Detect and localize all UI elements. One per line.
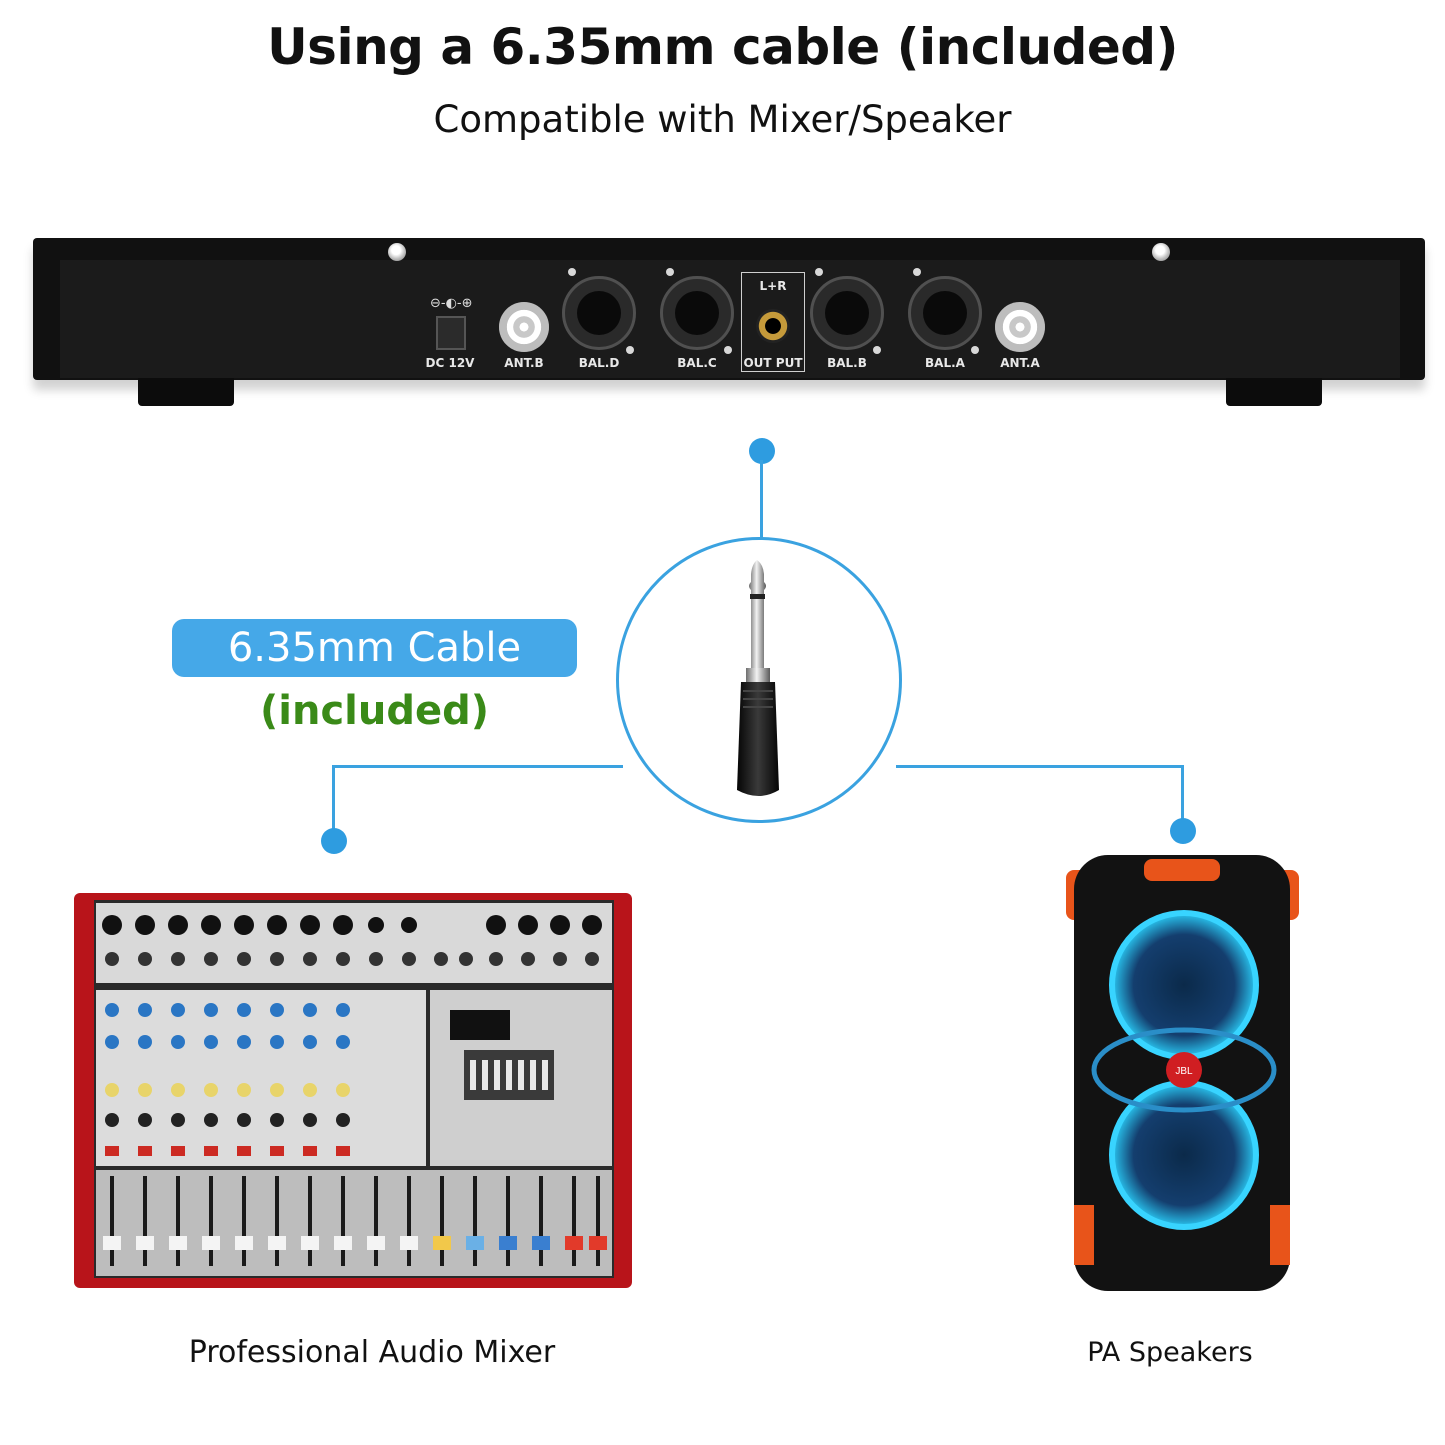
cable-included-note: (included) — [259, 688, 490, 734]
page-title: Using a 6.35mm cable (included) — [267, 18, 1178, 76]
receiver-foot-right — [1226, 378, 1322, 406]
screw-icon — [388, 243, 406, 261]
dc-12v-label: DC 12V — [425, 356, 475, 370]
speaker-caption: PA Speakers — [1087, 1337, 1253, 1368]
panel-led — [724, 346, 732, 354]
connector-line-left — [333, 765, 623, 768]
mixer-faders-icon — [103, 1176, 607, 1266]
antenna-b-connector — [499, 302, 549, 352]
ant-a-label: ANT.A — [1000, 356, 1040, 370]
panel-led — [666, 268, 674, 276]
panel-led — [626, 346, 634, 354]
output-box — [741, 272, 805, 372]
panel-led — [971, 346, 979, 354]
svg-text:JBL: JBL — [1175, 1066, 1193, 1077]
connector-line-right-down — [1181, 765, 1184, 821]
mixer-fader-row — [96, 1170, 612, 1276]
mixer-input-jacks-icon — [102, 915, 602, 966]
panel-led — [873, 346, 881, 354]
xlr-bal-b-connector — [810, 276, 884, 350]
speaker-body: JBL — [1074, 855, 1290, 1291]
mixer-caption: Professional Audio Mixer — [188, 1335, 556, 1370]
screw-icon — [1152, 243, 1170, 261]
output-jack — [756, 309, 790, 343]
xlr-bal-d-connector — [562, 276, 636, 350]
mixer-knobs-icon — [105, 1003, 350, 1156]
connector-line-top — [760, 460, 763, 540]
cable-plug-circle — [616, 537, 902, 823]
mixer-eq-display-icon — [450, 1010, 554, 1100]
xlr-bal-c-connector — [660, 276, 734, 350]
panel-led — [568, 268, 576, 276]
bal-b-label: BAL.B — [827, 356, 867, 370]
dc-power-jack — [436, 316, 466, 350]
cable-label-pill: 6.35mm Cable — [172, 619, 577, 677]
connector-line-left-down — [332, 765, 335, 831]
panel-led — [815, 268, 823, 276]
mixer-channel-knobs — [96, 990, 426, 1166]
connector-line-right — [896, 765, 1183, 768]
l-plus-r-label: L+R — [759, 279, 787, 293]
bal-c-label: BAL.C — [677, 356, 717, 370]
antenna-a-connector — [995, 302, 1045, 352]
speaker-light-rings-icon: JBL — [1074, 859, 1290, 1265]
receiver-foot-left — [138, 378, 234, 406]
xlr-bal-a-connector — [908, 276, 982, 350]
connector-dot-top — [749, 438, 775, 464]
connector-dot-right — [1170, 818, 1196, 844]
quarter-inch-jack-plug-icon — [737, 560, 779, 796]
page-subtitle: Compatible with Mixer/Speaker — [433, 98, 1012, 141]
bal-a-label: BAL.A — [925, 356, 965, 370]
mixer-input-row — [96, 903, 612, 983]
mixer-master-section — [430, 990, 612, 1166]
output-label: OUT PUT — [743, 356, 803, 370]
ant-b-label: ANT.B — [504, 356, 544, 370]
bal-d-label: BAL.D — [578, 356, 620, 370]
panel-led — [913, 268, 921, 276]
dc-polarity-icon: ⊖-◐-⊕ — [430, 296, 473, 311]
connector-dot-left — [321, 828, 347, 854]
